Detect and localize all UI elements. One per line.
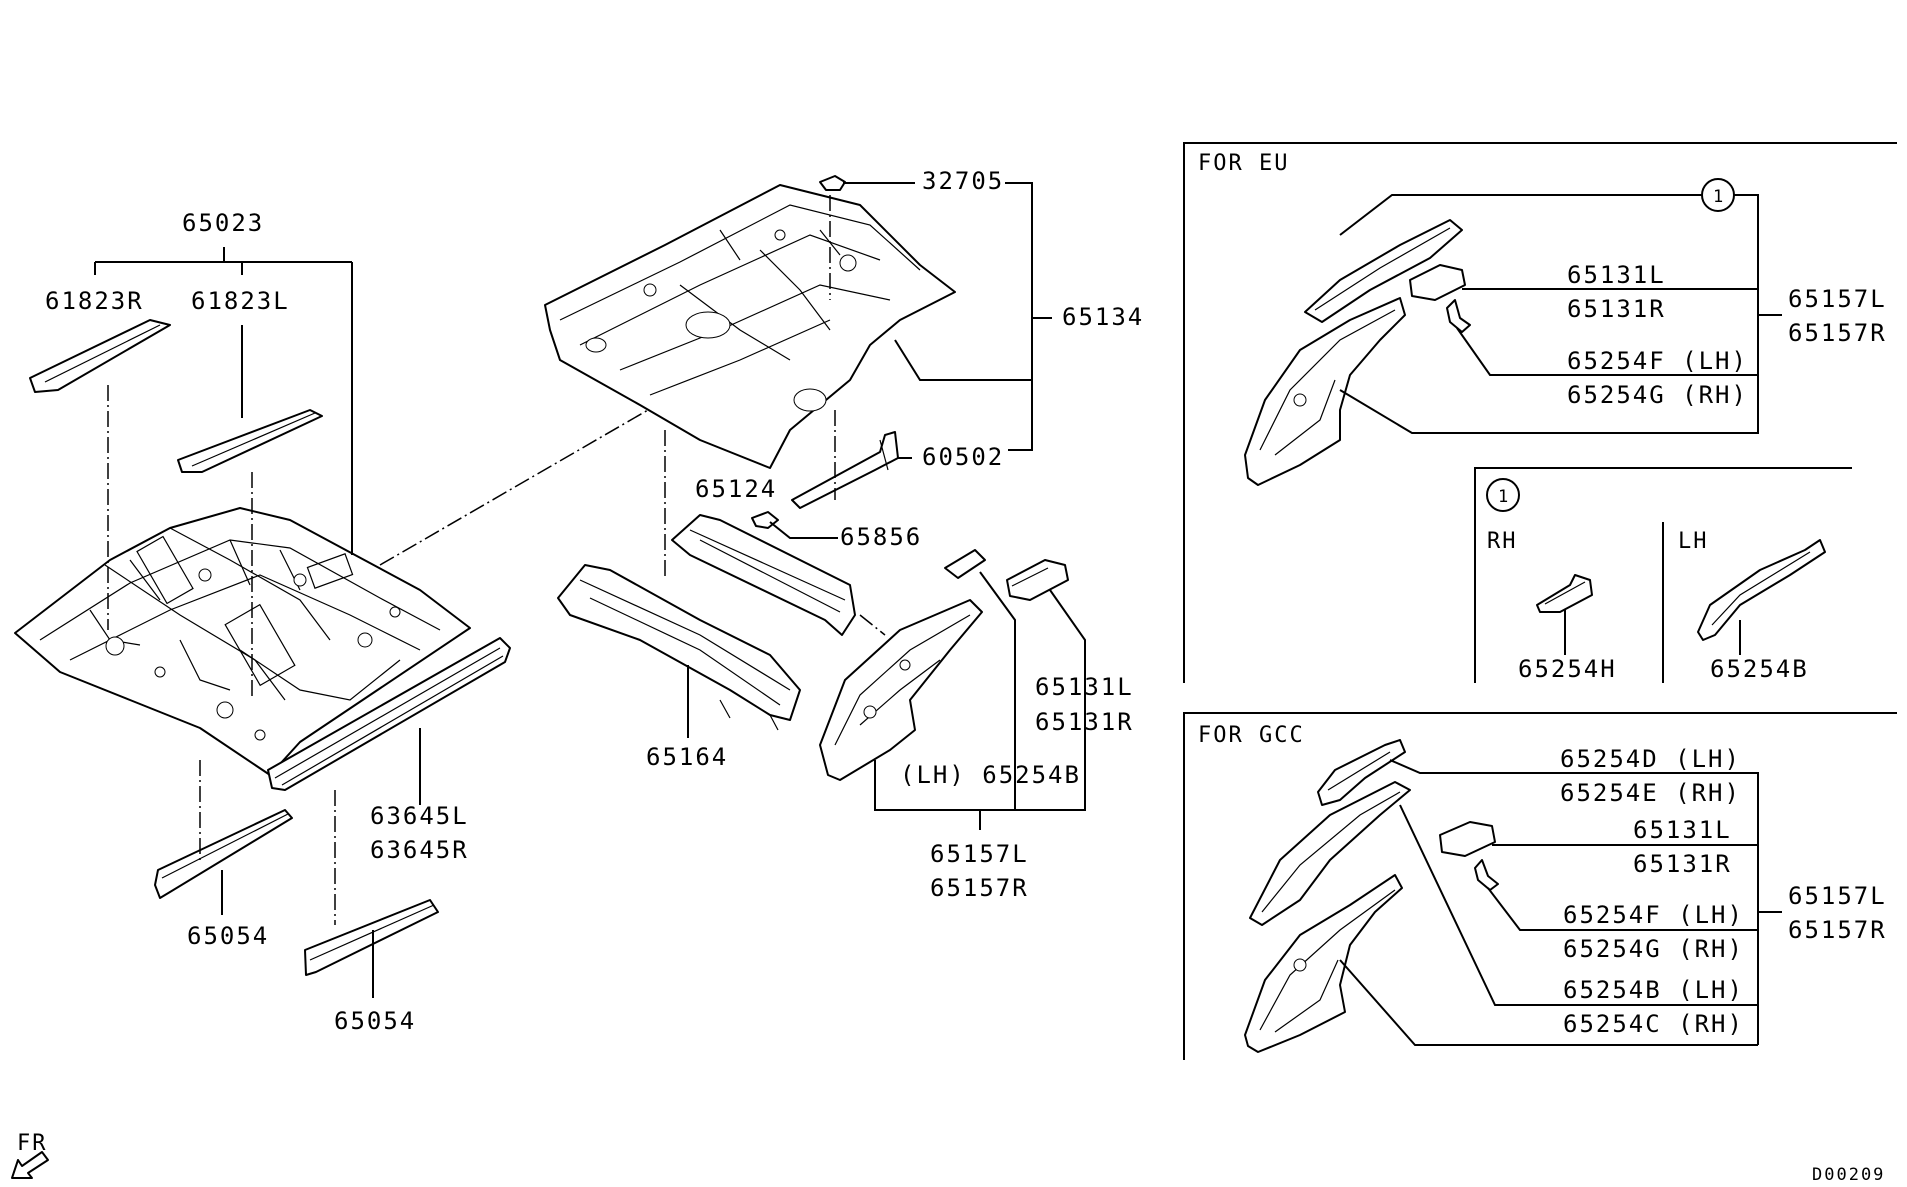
gcc-bracket-65254B-illustration [1249, 781, 1411, 926]
eu-bracket-65254F-illustration [1446, 299, 1471, 333]
panel-for-gcc-title: FOR GCC [1198, 723, 1305, 748]
eu-label-65254G: 65254G (RH) [1567, 381, 1748, 409]
extension-65131-illustration [1006, 559, 1069, 601]
gcc-label-65254G: 65254G (RH) [1563, 935, 1744, 963]
front-floor-pan-illustration [14, 507, 471, 776]
front-direction-indicator: FR [11, 1131, 49, 1179]
label-65157R: 65157R [930, 874, 1029, 902]
label-65054-a: 65054 [187, 922, 269, 950]
eu-ref-mark: 1 [1713, 187, 1725, 207]
diagram-code: D00209 [1812, 1165, 1885, 1185]
gcc-label-65254F: 65254F (LH) [1563, 901, 1744, 929]
panel-detail-1: 1 RH LH 65254H 65254B [1474, 467, 1852, 683]
rear-crossmember-65124-illustration [671, 514, 856, 636]
eu-ref-circle [1701, 178, 1735, 212]
panel-for-eu: FOR EU 1 65131L 65131R 65157L 65157R 652… [1183, 142, 1897, 683]
rear-side-member-65164-illustration [557, 564, 801, 731]
main-part-labels: 65023 61823R 61823L 63645L 63645R 65054 … [45, 167, 1144, 1035]
side-sill-63645-illustration [267, 637, 511, 791]
label-63645L: 63645L [370, 802, 469, 830]
eu-label-65157L: 65157L [1788, 285, 1887, 313]
gcc-label-65254C: 65254C (RH) [1563, 1010, 1744, 1038]
sill-reinforcement-61823R-illustration [29, 319, 171, 393]
bracket-60502-illustration [791, 431, 899, 509]
bracket-65254B-illustration [944, 549, 986, 579]
panel-for-gcc: FOR GCC 65254D (LH) 65254E (RH) 65131L 6… [1183, 712, 1897, 1060]
detail-bracket-65254B-illustration [1697, 539, 1826, 641]
detail-label-65254H: 65254H [1518, 655, 1617, 683]
detail-ref-circle [1486, 478, 1520, 512]
eu-label-65157R: 65157R [1788, 319, 1887, 347]
eu-label-65254F: 65254F (LH) [1567, 347, 1748, 375]
clip-32705-illustration [819, 175, 846, 191]
label-65131L: 65131L [1035, 673, 1134, 701]
rear-side-member-65157-illustration [819, 599, 983, 781]
label-32705: 32705 [922, 167, 1004, 195]
label-65157L: 65157L [930, 840, 1029, 868]
gcc-label-65157R: 65157R [1788, 916, 1887, 944]
detail-ref-mark: 1 [1498, 487, 1510, 507]
label-65134: 65134 [1062, 303, 1144, 331]
gcc-label-65131R: 65131R [1633, 850, 1732, 878]
label-65856: 65856 [840, 523, 922, 551]
crossmember-65054-b-illustration [304, 899, 439, 976]
label-63645R: 63645R [370, 836, 469, 864]
eu-side-member-lower-illustration [1244, 297, 1406, 486]
detail-label-65254B: 65254B [1710, 655, 1809, 683]
label-60502: 60502 [922, 443, 1004, 471]
gcc-label-65254B: 65254B (LH) [1563, 976, 1744, 1004]
crossmember-65054-a-illustration [154, 809, 293, 899]
label-65124: 65124 [695, 475, 777, 503]
eu-side-member-upper-illustration [1304, 219, 1463, 323]
detail-lh-label: LH [1678, 529, 1709, 554]
rear-floor-pan-65134-illustration [544, 184, 956, 469]
gcc-label-65254E: 65254E (RH) [1560, 779, 1741, 807]
eu-label-65131R: 65131R [1567, 295, 1666, 323]
gcc-label-65131L: 65131L [1633, 816, 1732, 844]
gcc-label-65157L: 65157L [1788, 882, 1887, 910]
eu-label-65131L: 65131L [1567, 261, 1666, 289]
gcc-label-65254D: 65254D (LH) [1560, 745, 1741, 773]
label-65254B-lh: (LH) 65254B [900, 761, 1081, 789]
eu-extension-65131-illustration [1409, 264, 1466, 301]
assembly-projection-lines [107, 195, 886, 925]
label-65131R: 65131R [1035, 708, 1134, 736]
label-65164: 65164 [646, 743, 728, 771]
gcc-side-member-illustration [1244, 874, 1403, 1053]
label-61823L: 61823L [191, 287, 290, 315]
label-65023: 65023 [182, 209, 264, 237]
gcc-extension-65131-illustration [1439, 821, 1496, 857]
detail-rh-label: RH [1487, 529, 1518, 554]
gcc-bracket-65254F-illustration [1474, 859, 1499, 891]
leader-lines-main [94, 182, 1086, 998]
label-65054-b: 65054 [334, 1007, 416, 1035]
panel-for-eu-title: FOR EU [1198, 151, 1289, 176]
sill-reinforcement-61823L-illustration [177, 409, 323, 473]
label-61823R: 61823R [45, 287, 144, 315]
front-arrow-icon [11, 1151, 49, 1179]
